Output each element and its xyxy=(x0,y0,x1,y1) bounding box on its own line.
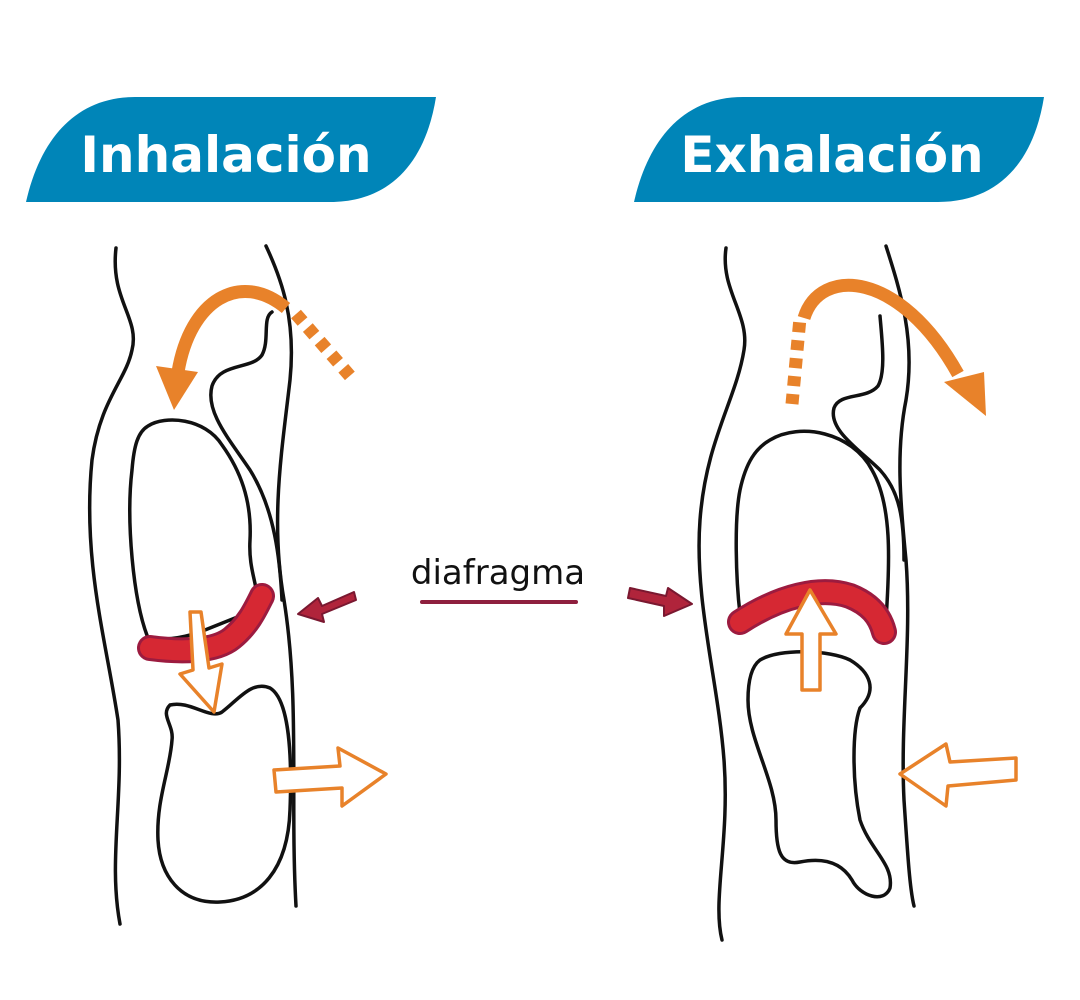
exhale-banner xyxy=(634,97,1044,202)
inhale-airflow-arrow-curve xyxy=(171,284,291,374)
inhale-airflow-dashes xyxy=(291,309,355,381)
inhale-banner xyxy=(26,97,436,202)
exhale-airflow-dashes xyxy=(785,317,807,405)
exhale-diaphragm-up-arrow xyxy=(784,588,838,692)
exhale-abdomen xyxy=(746,650,893,899)
inhale-abdomen xyxy=(156,684,293,904)
inhale-title: Inhalación xyxy=(80,126,371,184)
inhale-panel: Inhalación xyxy=(26,97,436,926)
exhale-airflow-arrow-curve xyxy=(797,278,964,378)
pointer-arrow-left xyxy=(297,591,357,623)
exhale-airflow-arrowhead xyxy=(944,372,986,416)
exhale-abdomen-in-arrow xyxy=(898,742,1018,808)
diaphragm-label: diafragma xyxy=(411,553,585,593)
diaphragm-callout: diafragma xyxy=(297,553,693,623)
exhale-front-body-outline xyxy=(697,246,747,942)
inhale-diaphragm-fill xyxy=(140,586,272,661)
exhale-airway-outline xyxy=(831,314,906,562)
pointer-arrow-right xyxy=(627,587,693,617)
inhale-airway-outline xyxy=(209,310,284,602)
inhale-airflow-arrowhead xyxy=(156,366,198,410)
exhale-title: Exhalación xyxy=(680,126,983,184)
exhale-panel: Exhalación xyxy=(634,97,1044,942)
inhale-abdomen-out-arrow xyxy=(272,746,388,808)
exhale-back-body-outline xyxy=(884,244,916,908)
inhale-diaphragm-down-arrow xyxy=(178,610,224,714)
inhale-front-body-outline xyxy=(87,246,136,926)
inhale-lung xyxy=(128,418,259,641)
exhale-diaphragm-fill xyxy=(730,582,894,642)
